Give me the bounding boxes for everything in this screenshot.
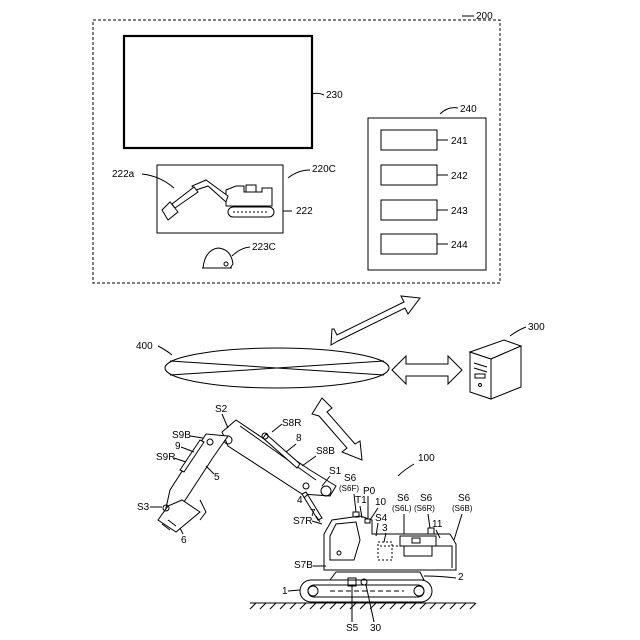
boom <box>222 420 336 496</box>
input-button-242 <box>381 165 437 185</box>
ref-s6f: (S6F) <box>339 484 359 493</box>
display-screen <box>124 36 312 148</box>
ref-222: 222 <box>296 206 313 217</box>
leader-s8b <box>302 456 316 466</box>
ref-s5: S5 <box>346 623 359 634</box>
leader-5 <box>206 466 214 474</box>
ref-s8r: S8R <box>282 418 301 429</box>
ref-s6l: (S6L) <box>392 504 412 513</box>
ref-10: 10 <box>375 497 387 508</box>
ref-6: 6 <box>181 535 187 546</box>
leader-s8r <box>272 424 282 432</box>
ref-s6r: (S6R) <box>414 504 435 513</box>
input-button-241 <box>381 130 437 150</box>
input-panel <box>368 118 486 270</box>
ref-5: 5 <box>214 472 220 483</box>
ref-s2: S2 <box>215 404 228 415</box>
ref-s9b: S9B <box>172 430 191 441</box>
ref-244: 244 <box>451 240 468 251</box>
ref-220c: 220C <box>312 164 336 175</box>
ref-s6-right: S6 <box>420 493 433 504</box>
ref-s6-left: S6 <box>397 493 410 504</box>
ref-223c: 223C <box>252 242 276 253</box>
leader-223c <box>232 247 250 256</box>
ref-300: 300 <box>528 322 545 333</box>
ref-s7r: S7R <box>293 516 312 527</box>
ground-line <box>250 603 476 609</box>
ref-s9r: S9R <box>156 452 175 463</box>
leader-8 <box>286 444 296 452</box>
ref-s6-back: S6 <box>458 493 471 504</box>
ref-11: 11 <box>432 519 443 530</box>
leader-240 <box>440 108 458 114</box>
ref-30: 30 <box>370 623 382 634</box>
ref-400: 400 <box>136 341 153 352</box>
ref-100: 100 <box>418 453 435 464</box>
leader-2 <box>424 576 456 578</box>
ref-243: 243 <box>451 206 468 217</box>
input-button-243 <box>381 200 437 220</box>
ref-s6b: (S6B) <box>452 504 473 513</box>
leader-100 <box>398 464 414 476</box>
network-ellipse <box>165 348 389 388</box>
ref-241: 241 <box>451 136 468 147</box>
leader-s9b <box>190 436 203 438</box>
ref-s3: S3 <box>137 502 150 513</box>
server-icon <box>470 340 521 399</box>
ref-s7b: S7B <box>294 560 313 571</box>
leader-s2 <box>222 414 228 428</box>
leader-9 <box>181 447 194 452</box>
leader-230 <box>312 93 324 95</box>
bucket <box>158 500 206 532</box>
leader-s6r <box>428 514 430 528</box>
comm-arrow-management <box>331 296 420 345</box>
leader-400 <box>158 346 172 355</box>
swing-mechanism <box>330 572 424 580</box>
mini-excavator-icon <box>162 180 274 220</box>
ref-1: 1 <box>282 586 288 597</box>
helmet-icon <box>202 248 233 268</box>
ref-200: 200 <box>476 11 493 22</box>
ref-4: 4 <box>297 495 303 506</box>
ref-240: 240 <box>460 104 477 115</box>
ref-230: 230 <box>326 90 343 101</box>
leader-s6b <box>454 514 462 540</box>
ref-9: 9 <box>175 441 181 452</box>
input-button-244 <box>381 234 437 254</box>
ref-3: 3 <box>382 523 388 534</box>
ref-t1: T1 <box>355 495 367 506</box>
ref-s1: S1 <box>329 466 342 477</box>
comm-arrow-server <box>392 356 462 384</box>
ref-8: 8 <box>296 433 302 444</box>
leader-1 <box>288 590 300 591</box>
ref-222a: 222a <box>112 169 135 180</box>
leader-300 <box>510 327 526 336</box>
ref-s8b: S8B <box>316 446 335 457</box>
leader-220c <box>288 170 310 178</box>
leader-222a <box>142 174 174 188</box>
leader-s7r <box>312 521 322 524</box>
ref-242: 242 <box>451 171 468 182</box>
leader-s9r <box>174 458 186 462</box>
ref-s6-front: S6 <box>344 473 357 484</box>
ref-2: 2 <box>458 572 464 583</box>
leader-6 <box>180 528 183 534</box>
crawler-track <box>300 580 432 602</box>
